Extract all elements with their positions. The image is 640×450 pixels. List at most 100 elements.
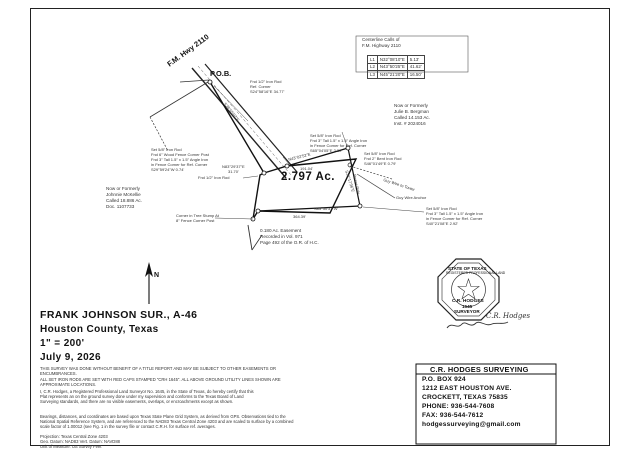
signature-flourish: [446, 321, 509, 329]
pob-label: P.O.B.: [210, 69, 232, 78]
corner-marker: [207, 79, 213, 85]
pob-rod-line2: Ref. Corner: [250, 84, 271, 89]
company-line-address: 1212 EAST HOUSTON AVE.: [422, 385, 512, 392]
company-line-phone: PHONE: 936-544-7608: [422, 403, 495, 410]
tract-south-line: [257, 205, 361, 212]
distance-bottom: 364.39': [293, 214, 306, 219]
north-arrow-label: N: [154, 272, 160, 279]
note-title-report: THIS SURVEY WAS DONE WITHOUT BENEFIT OF …: [40, 366, 277, 376]
distance-inner: 31.70': [228, 169, 239, 174]
guy-wire-line: [349, 165, 393, 180]
rod-se-line3: in Fence Corner for Ref. Corner: [426, 216, 483, 221]
wood-post-line5: S29°59'24"W 0.74': [151, 167, 185, 172]
distance-top: 191.04': [300, 166, 313, 171]
plat-sheet: [30, 8, 610, 446]
bent-rod-line3: S46°01'49"E 0.79': [364, 161, 397, 166]
anchor-leader: [356, 173, 396, 199]
north-arrow: [145, 262, 153, 304]
neighbor-west-line4: Doc. 1107733: [106, 204, 135, 209]
company-line-fax: FAX: 936-544-7612: [422, 412, 484, 419]
table-cell: L3: [367, 70, 378, 79]
wood-post-line3: Fnd 3" Tall 1.5" x 1.5" Angle Iron: [151, 157, 209, 162]
rod-east-leader: [341, 131, 348, 147]
table-cell: 41.62': [406, 62, 425, 72]
fence-corner-leader: [214, 217, 254, 220]
easement-line2: Recorded in Vol. 971: [260, 234, 303, 239]
rod-east-line1: Set 5/8" Iron Rod: [310, 133, 341, 138]
note-units: Unit of Measure: US Survey Feet: [40, 444, 102, 449]
corner-marker: [345, 145, 351, 151]
neighbor-east-line2: Julie B. Bergman: [394, 109, 429, 114]
rod-se-leader: [362, 206, 425, 213]
fence-corner-line1: Corner in Tree Stump At: [176, 213, 219, 218]
title-block-frame: [415, 363, 557, 445]
fence-line-west: [149, 116, 169, 152]
west-neighbor-line: [149, 81, 209, 118]
note-iron-rods: ALL SET IRON RODS ARE SET WITH RED CAPS …: [40, 377, 281, 387]
pob-rod-line3: S24°58'16"E 34.77': [250, 89, 285, 94]
easement-leader: [251, 234, 263, 251]
pob-leader: [213, 85, 249, 122]
highway-centerline: [197, 65, 292, 176]
table-cell: N32°08'10"E: [376, 55, 408, 64]
rod-se-line2: Fnd 3" Tall 1.5" x 1.5" Angle Iron: [426, 211, 484, 216]
fence-corner-line2: 8" Fence Corner Post: [176, 218, 215, 223]
surveyor-signature: C.R. Hodges: [486, 312, 531, 320]
pob-rod-line1: Fnd 1/2" Iron Rod: [250, 79, 282, 84]
rod-east-line3: in Fence Corner for Ref. Corner: [310, 143, 367, 148]
survey-county: Houston County, Texas: [40, 324, 159, 335]
tract-east-line: [347, 147, 361, 207]
centerline-title-line1: Centerline Calls of: [362, 37, 400, 42]
company-line-email[interactable]: hodgessurveying@gmail.com: [422, 421, 521, 428]
rod-east-line4: S65°04'05"E 2.30': [310, 148, 343, 153]
easement-line: [247, 224, 253, 251]
table-cell: L2: [367, 62, 378, 72]
neighbor-east-line3: Called 14.153 Ac.: [394, 115, 431, 120]
table-cell: 16.50': [406, 70, 425, 79]
corner-marker: [261, 170, 267, 176]
company-line-po-box: P.O. BOX 924: [422, 376, 466, 383]
neighbor-east-line4: Inst. # 2024016: [394, 121, 426, 126]
rod-se-line1: Set 5/8" Iron Rod: [426, 206, 457, 211]
easement-line1: 0.180 Ac. Easement: [260, 228, 302, 233]
rod-west-label: Fnd 1/2" Iron Rod: [198, 175, 230, 180]
note-certification: I, C.R. Hodges, a Registered Professiona…: [40, 389, 254, 404]
rod-west-leader: [242, 175, 259, 179]
bearing-bottom: S83°30'37"W: [314, 206, 338, 211]
table-cell: N45°21'20"E: [376, 70, 408, 79]
seal-bottom-text: SURVEYOR: [454, 309, 480, 314]
centerline-title-line2: F.M. Highway 2110: [362, 43, 401, 48]
seal-top-text: STATE OF TEXAS: [448, 266, 487, 271]
neighbor-west-line3: Called 18.886 Ac.: [106, 198, 143, 203]
anchor-label: Guy Wire Anchor: [396, 195, 427, 200]
rod-mid-leader: [282, 156, 290, 165]
rod-east-line2: Fnd 3" Tall 1.5" x 1.5" Angle Iron: [310, 138, 368, 143]
neighbor-east-line1: Now or Formerly: [394, 103, 428, 108]
seal-star-icon: [457, 278, 480, 300]
bent-rod-line2: Fnd 2" Bent Iron Rod: [364, 156, 402, 161]
wood-post-line2: Fnd 6" Wood Fence Corner Post: [151, 152, 209, 157]
surveyor-seal: [437, 258, 500, 321]
note-projection: Projection: Texas Central Zone 4203: [40, 434, 108, 439]
company-line-city: CROCKETT, TEXAS 75835: [422, 394, 508, 401]
neighbor-west-line2: Johnnie McKellie: [106, 192, 141, 197]
table-cell: N43°50'25"E: [376, 62, 408, 72]
power-pole-symbol: [347, 162, 353, 168]
highway-row-line-west: [191, 67, 287, 179]
tract-north-line: [286, 147, 349, 167]
table-cell: 5.13': [406, 55, 425, 64]
seal-number: 1645: [462, 304, 473, 309]
note-datum: Geo. Datum: NAD83 Vert. Datum: NAVD88: [40, 439, 120, 444]
bearing-inner: N83°29'37"E: [222, 164, 245, 169]
wood-post-line1: Set 5/8" Iron Rod: [151, 147, 182, 152]
seal-side-text: REGISTERED PROFESSIONAL LAND: [446, 271, 506, 275]
corner-marker: [255, 208, 261, 214]
survey-scale: 1" = 200': [40, 338, 85, 349]
survey-date: July 9, 2026: [40, 352, 101, 363]
rod-se-line4: S40°21'08"E 2.92': [426, 221, 459, 226]
table-cell: L1: [367, 55, 378, 64]
bent-rod-line1: Set 5/8" Iron Rod: [364, 151, 395, 156]
